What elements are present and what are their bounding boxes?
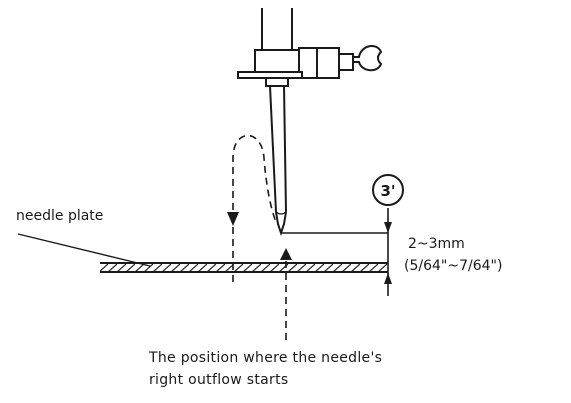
caption-line-1: The position where the needle's xyxy=(148,350,382,366)
thread-loop xyxy=(227,134,277,282)
needle-holder xyxy=(237,71,303,87)
clamp-screw-icon xyxy=(352,45,383,72)
caption-line-2: right outflow starts xyxy=(149,372,288,388)
gap-metric-label: 2~3mm xyxy=(408,236,465,252)
needle-plate xyxy=(100,262,388,273)
outflow-position-arrow xyxy=(280,248,292,340)
needle-bar xyxy=(261,8,293,50)
step-badge: 3' xyxy=(372,174,404,206)
needle-plate-leader xyxy=(17,233,151,267)
needle-plate-label: needle plate xyxy=(16,208,103,224)
svg-text:3': 3' xyxy=(380,182,395,200)
needle xyxy=(269,85,287,237)
needle-clamp xyxy=(254,47,354,79)
gap-imperial-label: (5/64"~7/64") xyxy=(404,258,502,274)
gap-dimension xyxy=(384,208,392,296)
